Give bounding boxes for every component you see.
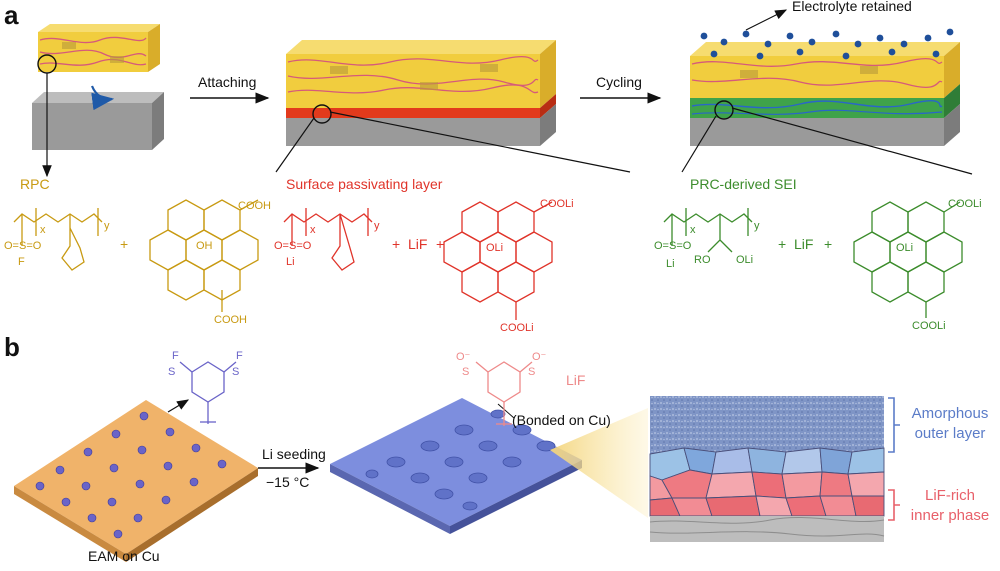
eam-f-right: F <box>236 350 243 362</box>
bonded-o-right: O⁻ <box>532 351 547 363</box>
amorphous-line1: Amorphous <box>911 405 989 422</box>
attaching-label: Attaching <box>198 74 257 90</box>
inner-bracket <box>888 489 900 521</box>
prc-derived-sei-label: PRC-derived SEI <box>690 176 797 192</box>
pas-oli: OLi <box>486 242 504 254</box>
eam-molecule-structure <box>179 361 237 424</box>
cycling-label: Cycling <box>596 74 642 90</box>
pas-cooli-bottom: COOLi <box>500 322 534 334</box>
temperature-label: −15 °C <box>266 474 310 490</box>
sei-block <box>690 42 960 146</box>
passivated-block <box>286 40 556 146</box>
zoom-line-3a <box>681 115 717 173</box>
rpc-y: y <box>104 220 110 232</box>
lif-rich-line2: inner phase <box>910 507 990 524</box>
sei-structures <box>663 201 963 318</box>
zoom-line-2b <box>329 111 631 173</box>
eam-f-left: F <box>172 350 179 362</box>
sei-li: Li <box>666 258 675 270</box>
electrolyte-spheres <box>700 28 954 60</box>
attach-arrow-curved <box>90 85 115 111</box>
passivating-structures <box>283 201 553 320</box>
rpc-x: x <box>40 224 46 236</box>
eam-s-left: S <box>168 366 176 378</box>
sei-plus-1: + <box>778 236 787 252</box>
sei-cooli-bottom: COOLi <box>912 320 946 332</box>
rpc-label: RPC <box>20 176 50 192</box>
pas-so2: O=S=O <box>274 240 312 252</box>
lif-rich-line1: LiF-rich <box>924 487 975 504</box>
eam-molecules <box>35 411 227 539</box>
eam-s-right: S <box>232 366 240 378</box>
pas-plus-2: + <box>436 236 445 252</box>
eam-copper-plate <box>14 400 258 562</box>
sei-plus-2: + <box>824 236 833 252</box>
rpc-structures <box>13 199 259 312</box>
li-seeds <box>365 409 556 511</box>
panel-label-a: a <box>4 0 19 30</box>
sei-so2: O=S=O <box>654 240 692 252</box>
sei-cross-section <box>649 396 885 542</box>
panel-label-b: b <box>4 332 20 362</box>
zoom-beam <box>550 408 648 518</box>
zoom-line-2a <box>275 117 315 173</box>
rpc-f: F <box>18 256 25 268</box>
rpc-plus: + <box>120 236 129 252</box>
outer-bracket <box>888 397 900 453</box>
li-seeding-label: Li seeding <box>262 446 326 462</box>
pas-li: Li <box>286 256 295 268</box>
sei-y: y <box>754 220 760 232</box>
bonded-s-right: S <box>528 366 536 378</box>
sei-oli-ring: OLi <box>896 242 914 254</box>
eam-on-cu-label: EAM on Cu <box>88 548 160 564</box>
sei-oli: OLi <box>736 254 754 266</box>
sei-ro: RO <box>694 254 711 266</box>
rpc-so2: O=S=O <box>4 240 42 252</box>
bonded-on-cu-label: (Bonded on Cu) <box>512 412 611 428</box>
pas-plus-1: + <box>392 236 401 252</box>
bonded-s-left: S <box>462 366 470 378</box>
eam-zoom-arrow <box>167 399 190 413</box>
electrolyte-arrow <box>745 9 788 31</box>
pas-lif: LiF <box>408 236 428 252</box>
rpc-film-block <box>37 24 160 74</box>
sei-x: x <box>690 224 696 236</box>
bonded-molecule-structure <box>475 361 533 426</box>
bonded-pointer <box>497 403 515 419</box>
rpc-oh: OH <box>196 240 213 252</box>
pas-y: y <box>374 220 380 232</box>
zoom-line-3b <box>731 107 973 175</box>
sei-lif: LiF <box>794 236 814 252</box>
bonded-o-left: O⁻ <box>456 351 471 363</box>
amorphous-line2: outer layer <box>914 425 986 442</box>
surface-passivating-label: Surface passivating layer <box>286 176 443 192</box>
sei-cooli-top: COOLi <box>948 198 982 210</box>
electrolyte-retained-label: Electrolyte retained <box>792 0 912 14</box>
pas-cooli-top: COOLi <box>540 198 574 210</box>
pas-x: x <box>310 224 316 236</box>
rpc-cooh-top: COOH <box>238 200 271 212</box>
copper-block-1 <box>32 92 164 150</box>
rpc-cooh-bottom: COOH <box>214 314 247 326</box>
lif-label: LiF <box>566 372 586 388</box>
